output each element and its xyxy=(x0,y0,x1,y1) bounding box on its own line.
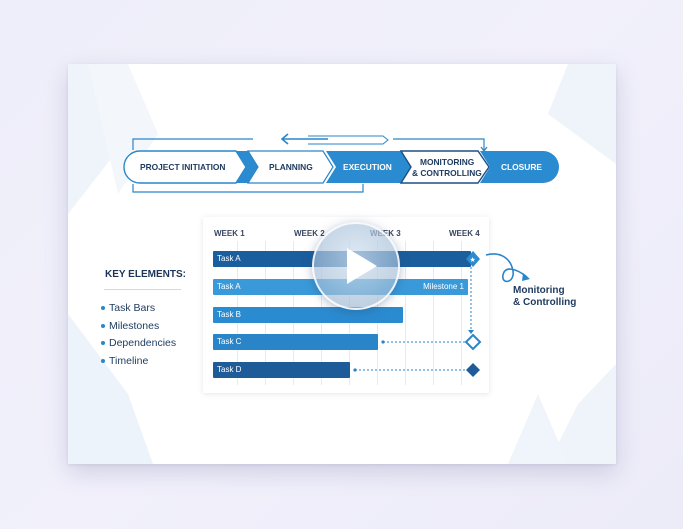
stage-planning[interactable]: PLANNING xyxy=(246,150,334,184)
svg-text:★: ★ xyxy=(470,256,476,264)
svg-text:CLOSURE: CLOSURE xyxy=(501,162,542,172)
monitoring-annotation: Monitoring & Controlling xyxy=(513,285,577,308)
grid-line xyxy=(405,241,406,385)
slide-card: PROJECT INITIATION PLANNING EXECUTION MO… xyxy=(68,64,616,464)
background-shapes xyxy=(68,64,616,464)
play-icon xyxy=(347,248,377,284)
task-bar[interactable]: Task D xyxy=(213,362,350,378)
stage-project-initiation[interactable]: PROJECT INITIATION xyxy=(123,150,258,184)
list-item: Dependencies xyxy=(101,335,176,353)
milestone-label: Milestone 1 xyxy=(423,282,464,291)
milestone-star-icon[interactable]: ★ xyxy=(466,251,480,267)
list-item: Milestones xyxy=(101,318,176,336)
svg-text:MONITORING: MONITORING xyxy=(420,157,474,167)
stage-monitoring-controlling[interactable]: MONITORING & CONTROLLING xyxy=(399,150,490,184)
key-elements-list: Task Bars Milestones Dependencies Timeli… xyxy=(101,300,176,370)
process-flow: PROJECT INITIATION PLANNING EXECUTION MO… xyxy=(123,133,559,193)
svg-text:PROJECT INITIATION: PROJECT INITIATION xyxy=(140,162,225,172)
bullet-icon xyxy=(101,323,105,328)
key-elements-title: KEY ELEMENTS: xyxy=(105,269,186,280)
svg-text:EXECUTION: EXECUTION xyxy=(343,162,392,172)
grid-line xyxy=(433,241,434,385)
week-label: WEEK 1 xyxy=(214,229,245,238)
play-button[interactable] xyxy=(312,222,400,310)
task-bar[interactable]: Task C xyxy=(213,334,378,350)
milestone-diamond-filled-icon[interactable] xyxy=(466,363,480,377)
svg-text:PLANNING: PLANNING xyxy=(269,162,313,172)
week-label: WEEK 4 xyxy=(449,229,480,238)
week-label: WEEK 2 xyxy=(294,229,325,238)
task-bar[interactable]: Task B xyxy=(213,307,403,323)
milestone-diamond-outline-icon[interactable] xyxy=(464,333,482,351)
stage-execution[interactable]: EXECUTION xyxy=(326,151,411,183)
grid-line xyxy=(461,241,462,385)
bullet-icon xyxy=(101,358,105,363)
curved-arrow-icon xyxy=(485,253,530,283)
svg-text:& CONTROLLING: & CONTROLLING xyxy=(412,168,482,178)
list-item: Task Bars xyxy=(101,300,176,318)
list-item: Timeline xyxy=(101,353,176,371)
bullet-icon xyxy=(101,306,105,311)
divider xyxy=(104,289,181,290)
dependency-overlay: ★ xyxy=(353,251,482,377)
stage-closure[interactable]: CLOSURE xyxy=(480,151,559,183)
bullet-icon xyxy=(101,341,105,346)
